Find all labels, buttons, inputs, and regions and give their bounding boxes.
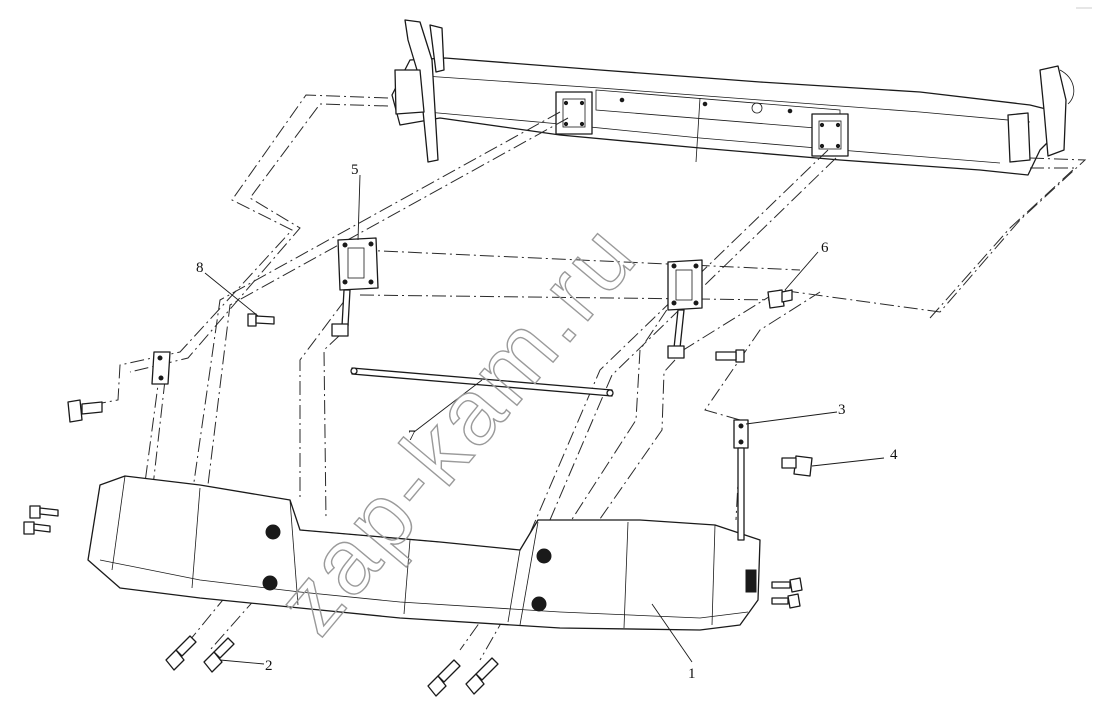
cab-roof-frame <box>391 19 1075 176</box>
assembly-centerlines <box>95 94 1087 661</box>
callout-6: 6 <box>821 240 829 256</box>
sun-visor-panel <box>87 475 761 631</box>
callout-4: 4 <box>890 447 898 463</box>
callout-7: 7 <box>408 428 416 444</box>
strut-bracket <box>733 419 749 541</box>
rod <box>350 367 614 397</box>
callout-2: 2 <box>265 658 273 674</box>
bracket-left <box>331 237 379 337</box>
bracket-right <box>667 259 703 359</box>
callout-3: 3 <box>838 402 846 418</box>
leader-lines <box>204 174 885 665</box>
bolt-set <box>23 289 813 697</box>
callout-5: 5 <box>351 162 359 178</box>
callout-labels: 1 2 3 4 5 6 7 8 <box>196 162 898 682</box>
callout-1: 1 <box>688 666 696 682</box>
bracket-outer-left <box>151 351 171 385</box>
callout-8: 8 <box>196 260 204 276</box>
